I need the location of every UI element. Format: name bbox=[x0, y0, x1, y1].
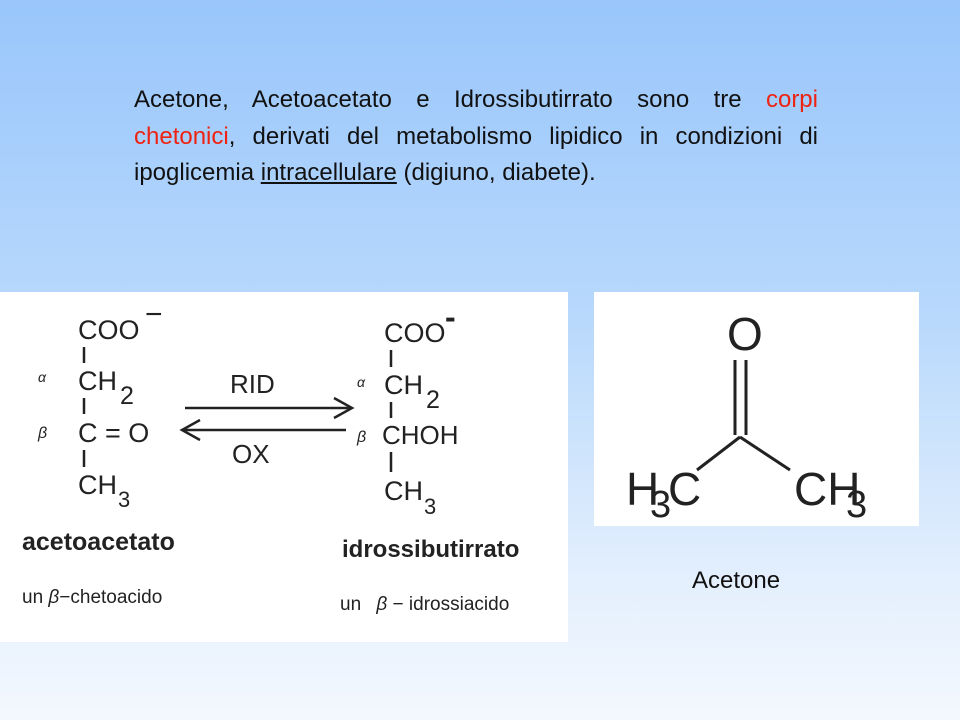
arrow-bottom-label: OX bbox=[232, 439, 270, 469]
desc-beta: β bbox=[47, 587, 59, 608]
acetone-left-c-label: C bbox=[668, 463, 701, 515]
left-compound-name: acetoacetato bbox=[22, 528, 175, 556]
left-ch-label: CH bbox=[78, 366, 117, 396]
desc-beta: β bbox=[375, 594, 387, 615]
reaction-diagram: COO − α CH 2 β C = O CH 3 acetoacetato u… bbox=[22, 298, 519, 615]
acetone-left-subscript: 3 bbox=[650, 484, 671, 526]
desc-prefix: un bbox=[22, 587, 48, 608]
highlight-corpi-chetonici: corpi chetonici bbox=[134, 86, 818, 150]
right-alpha-label: α bbox=[357, 374, 366, 390]
acetone-left-h-label: H bbox=[626, 463, 659, 515]
left-co-label: C = O bbox=[78, 418, 149, 448]
right-compound-desc: un β − idrossiacido bbox=[340, 594, 509, 615]
acetone-oxygen-label: O bbox=[727, 308, 763, 360]
left-ch-subscript: 2 bbox=[120, 382, 134, 410]
left-ch3-subscript: 3 bbox=[118, 487, 130, 512]
desc-prefix: un bbox=[340, 594, 366, 615]
acetone-left-bond bbox=[696, 435, 741, 472]
paragraph-text: (digiuno, diabete). bbox=[396, 159, 596, 186]
right-compound-name: idrossibutirrato bbox=[342, 536, 519, 563]
desc-suffix: − idrossiacido bbox=[387, 594, 509, 615]
right-choh-label: CHOH bbox=[382, 420, 459, 450]
acetone-caption: Acetone bbox=[692, 567, 781, 594]
left-beta-label: β bbox=[37, 425, 47, 442]
left-charge-label: − bbox=[145, 298, 163, 331]
right-charge-label: - bbox=[445, 299, 456, 335]
left-compound-desc: un β−chetoacido bbox=[22, 587, 162, 608]
left-ch3-label: CH bbox=[78, 470, 117, 500]
intro-paragraph: Acetone, Acetoacetato e Idrossibutirrato… bbox=[134, 82, 818, 192]
paragraph-text: , derivati del metabolismo lipidico in c… bbox=[134, 122, 818, 187]
right-ch-label: CH bbox=[384, 370, 423, 400]
reaction-diagram-panel: COO − α CH 2 β C = O CH 3 acetoacetato u… bbox=[0, 292, 568, 642]
left-alpha-label: α bbox=[38, 369, 47, 385]
forward-arrow bbox=[185, 396, 355, 420]
reverse-arrow bbox=[179, 418, 346, 442]
right-coo-label: COO bbox=[384, 318, 446, 348]
paragraph-text: Acetone, Acetoacetato e Idrossibutirrato… bbox=[134, 86, 766, 113]
acetone-right-bond bbox=[739, 435, 791, 472]
acetone-right-subscript: 3 bbox=[846, 484, 867, 526]
acetone-structure-panel: O H 3 C CH 3 bbox=[594, 292, 919, 526]
arrow-top-label: RID bbox=[230, 369, 275, 399]
desc-suffix: −chetoacido bbox=[59, 587, 162, 608]
right-beta-label: β bbox=[356, 429, 366, 446]
right-ch-subscript: 2 bbox=[426, 386, 440, 414]
left-coo-label: COO bbox=[78, 315, 140, 345]
right-ch3-subscript: 3 bbox=[424, 494, 436, 519]
underlined-intracellulare: intracellulare bbox=[260, 159, 397, 186]
acetone-right-ch-label: CH bbox=[794, 463, 860, 515]
acetone-structure: O H 3 C CH 3 bbox=[626, 308, 867, 526]
right-ch3-label: CH bbox=[384, 476, 423, 506]
